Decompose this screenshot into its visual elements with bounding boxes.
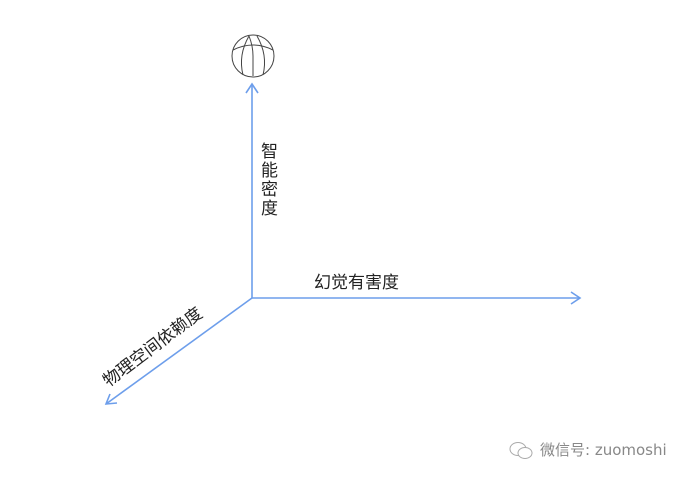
ball-icon bbox=[231, 34, 275, 78]
depth-axis bbox=[105, 297, 253, 405]
horizontal-arrowhead bbox=[570, 291, 582, 305]
vertical-axis-label: 智能密度 bbox=[257, 142, 277, 218]
depth-arrowhead bbox=[104, 393, 118, 405]
watermark: 微信号: zuomoshi bbox=[508, 439, 667, 460]
horizontal-axis-label: 幻觉有害度 bbox=[314, 273, 399, 293]
wechat-icon bbox=[509, 441, 533, 459]
vertical-arrowhead bbox=[245, 82, 259, 94]
watermark-text: 微信号: zuomoshi bbox=[540, 441, 667, 459]
